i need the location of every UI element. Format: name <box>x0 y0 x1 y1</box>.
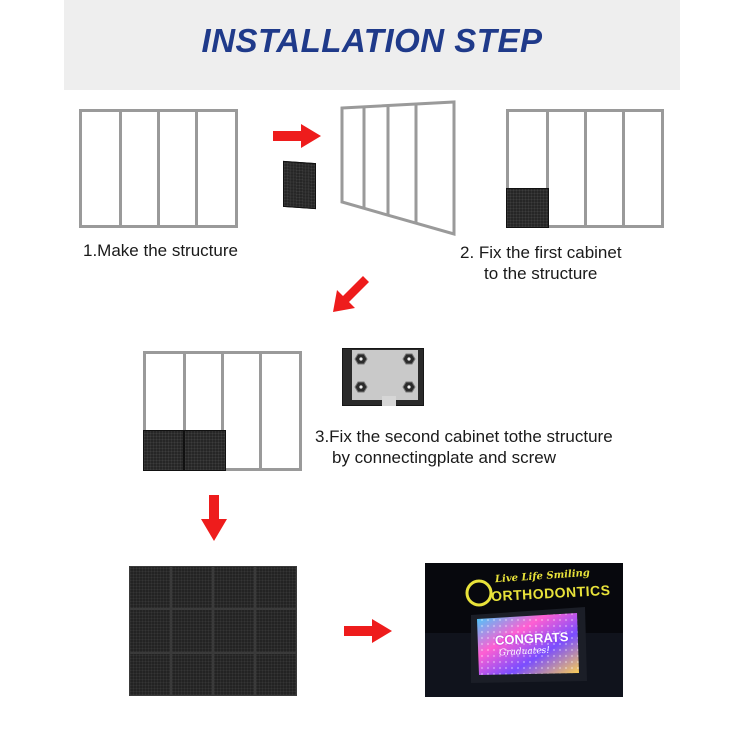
first-cabinet <box>506 188 549 228</box>
step3-label-line1: 3.Fix the second cabinet tothe structure <box>315 426 613 447</box>
step1-label: 1.Make the structure <box>83 240 238 261</box>
step3-label: 3.Fix the second cabinet tothe structure… <box>315 426 613 468</box>
step1-frame-structure <box>79 109 238 228</box>
perspective-frame-structure <box>340 100 458 236</box>
arrow-down-icon <box>201 495 227 541</box>
loose-cabinet <box>283 161 316 209</box>
completed-led-wall <box>129 566 297 696</box>
first-cabinet-step3 <box>143 430 184 471</box>
second-cabinet <box>184 430 226 471</box>
arrow-right-icon <box>344 619 392 643</box>
installed-screen-photo: Live Life Smiling ORTHODONTICS CONGRATS … <box>425 563 623 697</box>
step1-label-line1: 1.Make the structure <box>83 241 238 260</box>
step2-label-line1: 2. Fix the first cabinet <box>460 242 622 263</box>
arrow-down-left-icon <box>333 272 373 312</box>
step2-label: 2. Fix the first cabinet to the structur… <box>460 242 622 284</box>
step2-label-line2: to the structure <box>460 263 622 284</box>
arrow-right-icon <box>273 124 321 148</box>
header-banner: INSTALLATION STEP <box>64 0 680 90</box>
connecting-plate-closeup <box>342 348 424 406</box>
step3-label-line2: by connectingplate and screw <box>315 447 613 468</box>
page-title: INSTALLATION STEP <box>64 22 680 60</box>
